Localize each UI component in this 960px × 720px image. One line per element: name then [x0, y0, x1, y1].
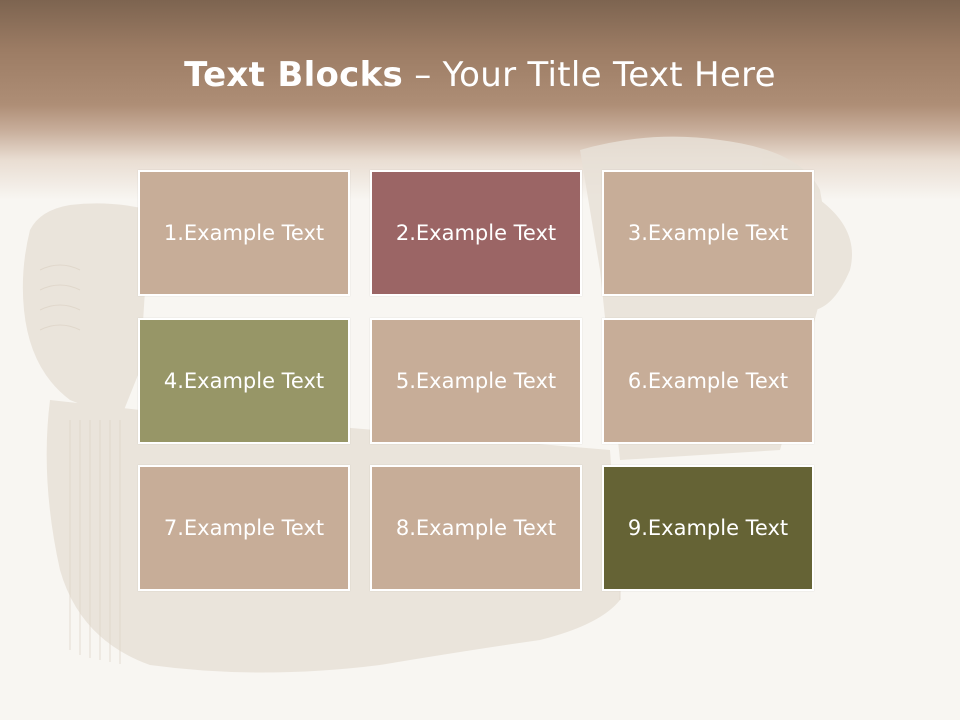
title-separator: – [403, 55, 443, 95]
text-block-1: 1.Example Text [138, 170, 350, 296]
title-bold: Text Blocks [184, 55, 404, 95]
text-block-label: 9.Example Text [627, 516, 789, 540]
text-block-3: 3.Example Text [602, 170, 814, 296]
text-block-label: 5.Example Text [395, 369, 557, 393]
text-block-9: 9.Example Text [602, 465, 814, 591]
text-block-label: 2.Example Text [395, 221, 557, 245]
text-block-label: 7.Example Text [163, 516, 325, 540]
text-block-2: 2.Example Text [370, 170, 582, 296]
text-block-6: 6.Example Text [602, 318, 814, 444]
text-block-7: 7.Example Text [138, 465, 350, 591]
text-block-label: 8.Example Text [395, 516, 557, 540]
text-block-8: 8.Example Text [370, 465, 582, 591]
text-block-label: 3.Example Text [627, 221, 789, 245]
text-block-label: 4.Example Text [163, 369, 325, 393]
text-blocks-grid: 1.Example Text 2.Example Text 3.Example … [138, 170, 816, 594]
text-block-label: 1.Example Text [163, 221, 325, 245]
text-block-label: 6.Example Text [627, 369, 789, 393]
text-block-4: 4.Example Text [138, 318, 350, 444]
title-subtext: Your Title Text Here [442, 55, 776, 95]
slide-title: Text Blocks – Your Title Text Here [0, 52, 960, 98]
text-block-5: 5.Example Text [370, 318, 582, 444]
